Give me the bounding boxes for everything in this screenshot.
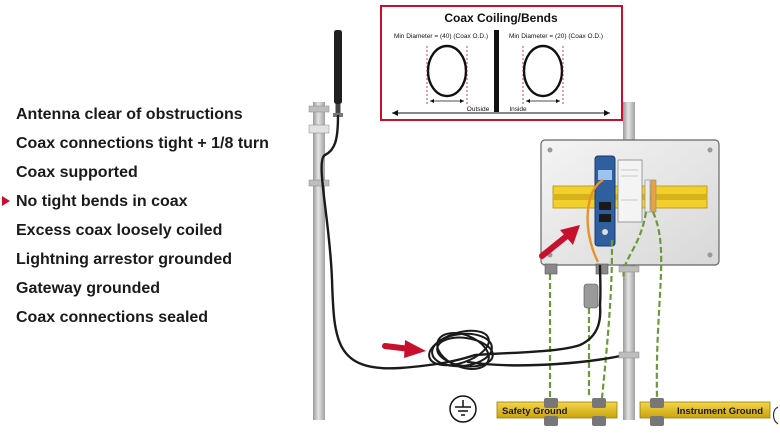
coax-coiling-inset: Coax Coiling/Bends Min Diameter = (40) (… [380, 5, 623, 121]
inset-title: Coax Coiling/Bends [444, 11, 558, 25]
checklist-item-coax-connections: Coax connections tight + 1/8 turn [16, 135, 269, 152]
coil-arrow-icon [382, 340, 426, 358]
edge-fragment [772, 406, 779, 425]
lightning-arrestor [583, 283, 599, 309]
outside-label: Outside [467, 106, 490, 113]
min-diameter-20-label: Min Diameter = (20) (Coax O.D.) [509, 33, 603, 40]
inside-label: Inside [509, 106, 527, 113]
installation-checklist: Antenna clear of obstructions Coax conne… [2, 100, 269, 332]
checklist-item-lightning-arrestor: Lightning arrestor grounded [16, 251, 232, 268]
instrument-ground-label: Instrument Ground [677, 406, 763, 417]
checklist-item-gateway-grounded: Gateway grounded [16, 280, 161, 297]
ground-wires [548, 211, 663, 399]
current-step-marker-icon [2, 196, 10, 206]
safety-ground-label: Safety Ground [502, 406, 568, 417]
gateway-enclosure [540, 139, 720, 266]
antenna-mast [308, 102, 330, 420]
checklist-item-excess-coax: Excess coax loosely coiled [16, 222, 223, 239]
safety-ground-bar: Safety Ground [496, 398, 618, 426]
inset-divider [494, 30, 499, 112]
min-diameter-40-label: Min Diameter = (40) (Coax O.D.) [394, 33, 488, 40]
checklist-item-coax-sealed: Coax connections sealed [16, 309, 209, 326]
loose-coax-coil [428, 329, 494, 370]
instrument-ground-bar: Instrument Ground [639, 398, 771, 426]
callout-arrow-icon [539, 225, 580, 259]
checklist-item-coax-supported: Coax supported [16, 164, 138, 181]
power-supply-module [617, 159, 643, 223]
large-coil-ring [426, 44, 468, 98]
small-coil-ring [522, 44, 564, 98]
earth-ground-icon [449, 395, 477, 423]
internal-coax [586, 178, 604, 263]
enclosure-connectors [544, 263, 609, 309]
antenna-icon [333, 30, 343, 117]
checklist-item-no-tight-bends: No tight bends in coax [2, 187, 269, 216]
checklist-item-antenna: Antenna clear of obstructions [16, 106, 243, 123]
